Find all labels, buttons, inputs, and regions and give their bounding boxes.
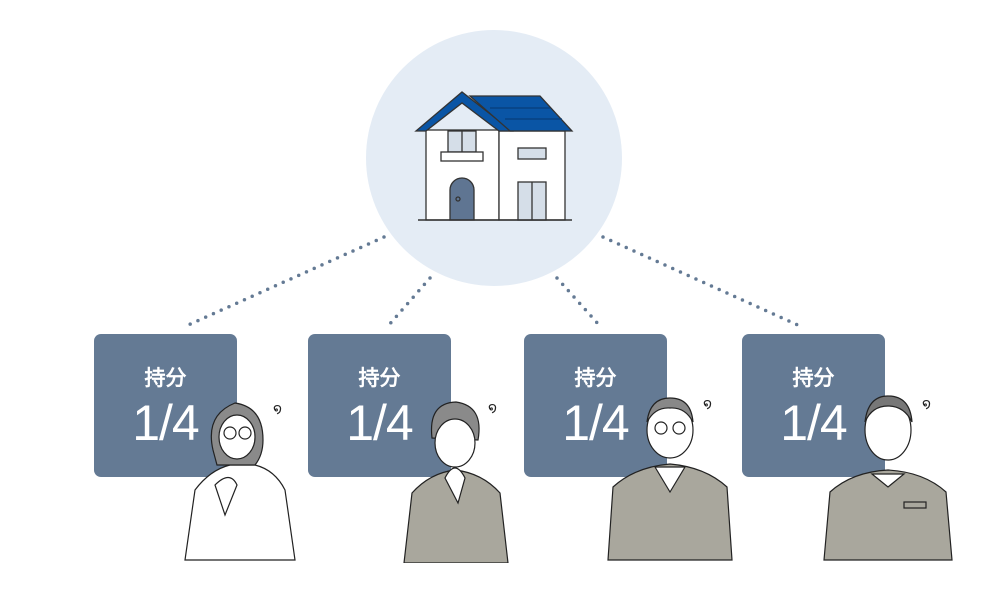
person-elderly-man-glasses-illustration: ໑ [607, 396, 733, 561]
confused-mark-icon: ໑ [703, 396, 712, 412]
share-box-2: 持分 1/4 [308, 334, 451, 477]
connector-lines [184, 235, 802, 328]
share-fraction: 1/4 [346, 395, 414, 451]
connector-line [184, 235, 386, 328]
share-fraction: 1/4 [132, 395, 200, 451]
share-label: 持分 [144, 366, 187, 390]
confused-mark-icon: ໑ [922, 396, 931, 412]
connector-line [601, 235, 802, 328]
connector-line [555, 276, 602, 328]
share-box-1: 持分 1/4 [94, 334, 237, 477]
share-fraction: 1/4 [562, 395, 630, 451]
person-man-polo-illustration: ໑ [823, 395, 953, 561]
share-label: 持分 [358, 366, 401, 390]
share-box-3: 持分 1/4 [524, 334, 667, 477]
connector-line [386, 276, 432, 328]
share-box-4: 持分 1/4 [742, 334, 885, 477]
share-fraction: 1/4 [780, 395, 848, 451]
share-label: 持分 [792, 366, 835, 390]
share-label: 持分 [574, 366, 617, 390]
person-elderly-woman-illustration: ໑ [403, 400, 509, 563]
confused-mark-icon: ໑ [273, 401, 282, 417]
person-woman-glasses-illustration: ໑ [184, 401, 296, 561]
confused-mark-icon: ໑ [488, 400, 497, 416]
house-icon [414, 91, 574, 221]
